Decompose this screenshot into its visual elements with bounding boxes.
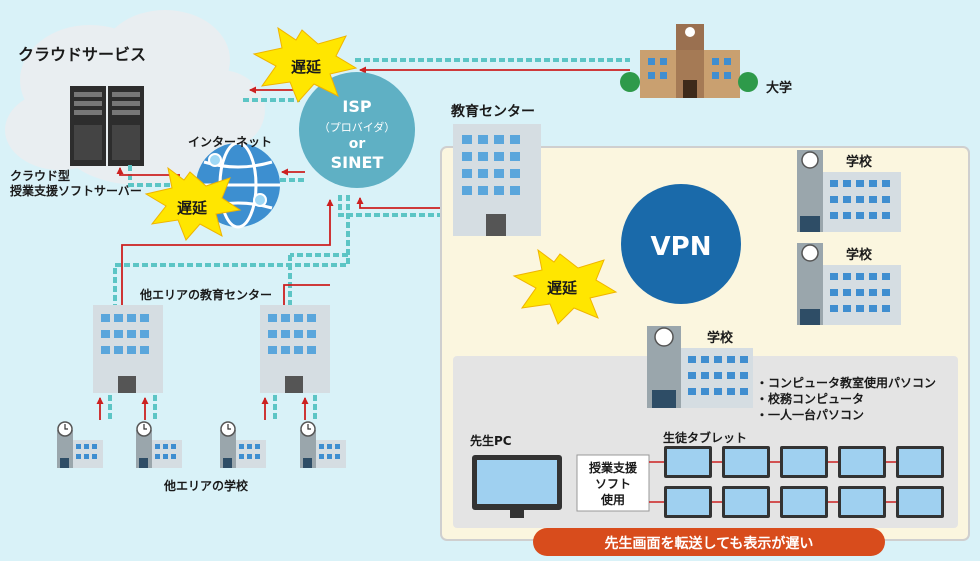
other-center-building-2: [260, 305, 330, 393]
teacher-pc-label: 先生PC: [470, 433, 512, 448]
tablet-icon: [838, 486, 886, 518]
delay-label-2: 遅延: [177, 199, 208, 217]
other-area-schools: [56, 421, 347, 469]
isp-label-1: ISP: [342, 97, 371, 116]
other-area-schools-label: 他エリアの学校: [163, 478, 249, 493]
tablet-links: [649, 461, 896, 503]
tablet-icon: [780, 446, 828, 478]
delay-burst-1: 遅延: [252, 26, 358, 103]
school-building-main: [647, 326, 753, 408]
monitor-icon: [472, 455, 562, 518]
school-icon: [219, 421, 267, 469]
other-center-building-1: [93, 305, 163, 393]
tablet-icon: [780, 486, 828, 518]
cloud-shape: [5, 10, 265, 185]
tablet-icon: [722, 486, 770, 518]
student-tablets-label: 生徒タブレット: [663, 430, 747, 445]
tablet-icon: [664, 446, 712, 478]
school-icon: [135, 421, 183, 469]
internet-label: インターネット: [188, 135, 272, 149]
delay-burst-3: 遅延: [512, 248, 618, 325]
tablet-icon: [838, 446, 886, 478]
university-building: [620, 24, 758, 98]
school-building-b: [797, 243, 901, 325]
slow-display-banner: 先生画面を転送しても表示が遅い: [533, 528, 885, 556]
school-a-label: 学校: [846, 154, 873, 170]
tablet-icon: [722, 446, 770, 478]
school-device-1: ・コンピュータ教室使用パソコン: [756, 375, 936, 390]
school-main-label: 学校: [707, 330, 734, 346]
university-label: 大学: [766, 80, 792, 96]
tablet-icon: [896, 486, 944, 518]
delay-label-3: 遅延: [547, 279, 578, 297]
software-label-1: 授業支援: [589, 460, 638, 475]
delay-label-1: 遅延: [291, 58, 322, 76]
isp-label-3: or: [349, 136, 366, 152]
delay-burst-2: 遅延: [144, 166, 242, 241]
software-box: [576, 454, 650, 512]
cloud-services-label: クラウドサービス: [18, 45, 146, 64]
isp-label-2: （プロバイダ）: [319, 120, 396, 134]
software-label-2: ソフト: [595, 477, 631, 491]
tablet-icon: [664, 486, 712, 518]
tablet-icon: [896, 446, 944, 478]
education-center-building: [453, 124, 541, 236]
school-building-a: [797, 150, 901, 232]
vpn-label: VPN: [651, 232, 712, 262]
school-device-3: ・一人一台パソコン: [756, 407, 864, 422]
software-label-3: 使用: [600, 492, 625, 507]
banner-text: 先生画面を転送しても表示が遅い: [605, 535, 814, 552]
education-center-label: 教育センター: [451, 103, 535, 120]
school-b-label: 学校: [846, 247, 873, 263]
cloud-server-label-2: 授業支援ソフトサーバー: [10, 183, 142, 198]
other-area-centers-label: 他エリアの教育センター: [139, 287, 272, 302]
school-device-2: ・校務コンピュータ: [756, 391, 864, 406]
isp-node: ISP （プロバイダ） or SINET: [299, 72, 415, 188]
school-icon: [299, 421, 347, 469]
school-icon: [56, 421, 104, 469]
isp-label-4: SINET: [331, 153, 384, 172]
server-icon: [70, 86, 144, 166]
vpn-node: VPN: [621, 184, 741, 304]
cloud-server-label-1: クラウド型: [10, 168, 70, 183]
